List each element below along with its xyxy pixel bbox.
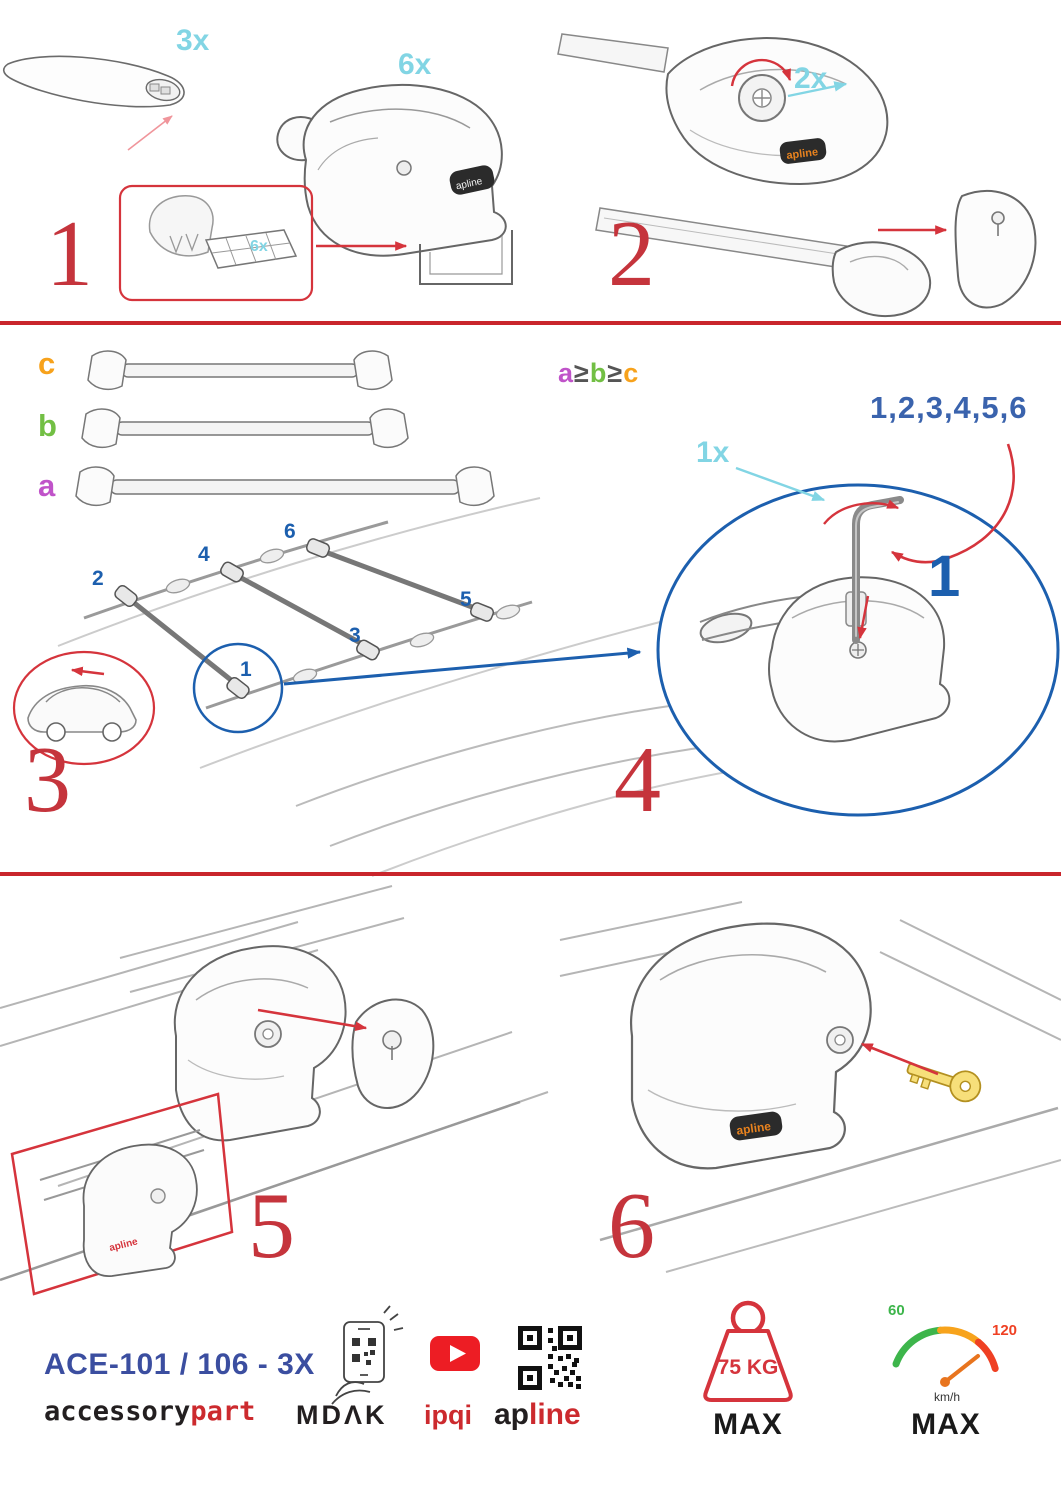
- model-code: ACE-101 / 106 - 3X: [44, 1348, 315, 1381]
- torque-detail-illustration: [656, 443, 1060, 817]
- car-direction-inset: [12, 650, 156, 766]
- size-order-a: a: [558, 358, 575, 388]
- step-1-number: 1: [46, 202, 93, 306]
- tighten-order-1: 1: [240, 658, 252, 681]
- step-4-number: 4: [614, 728, 661, 832]
- size-label-a: a: [38, 468, 56, 503]
- tighten-sequence-label: 1,2,3,4,5,6: [870, 390, 1028, 425]
- bar-size-a: [75, 466, 495, 507]
- crossbar-illustration: [2, 55, 185, 151]
- accessorypart-logo-black: accessory: [44, 1396, 191, 1427]
- foot-logo-step6: apline: [735, 1119, 772, 1138]
- apline-logo-red: line: [529, 1398, 581, 1431]
- first-step-highlight: 1: [928, 544, 961, 609]
- key-lock-illustration: apline: [559, 901, 1061, 1273]
- detail-pointer-arrow: [283, 647, 642, 686]
- tighten-order-5: 5: [460, 588, 472, 611]
- foot-illustration-step1: apline: [276, 84, 513, 285]
- speed-unit-label: km/h: [933, 1390, 960, 1404]
- size-order-c: c: [623, 358, 640, 388]
- youtube-icon: [430, 1336, 480, 1371]
- speed-high-tick: 120: [992, 1322, 1018, 1339]
- foot-adjustment-illustration: apline: [557, 33, 1037, 318]
- tighten-order-6: 6: [284, 520, 296, 543]
- rubber-pad-inset: 6x: [118, 184, 408, 302]
- size-order-ge1: ≥: [574, 358, 590, 388]
- max-weight-value: 75 KG: [717, 1356, 779, 1379]
- max-weight-label: MAX: [713, 1408, 783, 1441]
- accessorypart-logo: accessorypart: [44, 1396, 255, 1427]
- mdak-logo: MDΛK: [296, 1400, 388, 1430]
- foot-qty-label: 6x: [398, 48, 432, 81]
- tighten-order-2: 2: [92, 567, 104, 590]
- bar-size-b: [81, 408, 409, 449]
- accessorypart-logo-red: part: [190, 1396, 256, 1427]
- speed-low-tick: 60: [888, 1302, 905, 1319]
- tighten-order-4: 4: [198, 543, 210, 566]
- pad-qty-label: 6x: [250, 238, 268, 255]
- size-order-b: b: [589, 358, 608, 388]
- sequence-arrow: [890, 443, 1015, 564]
- locked-foot-inset: apline: [10, 1092, 234, 1296]
- apline-logo-black: ap: [494, 1398, 530, 1431]
- step-2-number: 2: [608, 202, 655, 306]
- size-order-note: a≥b≥c: [558, 358, 639, 389]
- tighten-order-3: 3: [349, 624, 361, 647]
- key-icon: [906, 1062, 982, 1103]
- phone-scan-icon: [331, 1305, 404, 1405]
- weight-limit-icon: [703, 1300, 793, 1402]
- speedometer-icon: [892, 1326, 999, 1387]
- size-label-c: c: [38, 346, 56, 381]
- size-order-ge2: ≥: [607, 358, 624, 388]
- apline-logo: apline: [494, 1398, 581, 1432]
- foot-logo-step2: apline: [786, 146, 819, 162]
- ipqi-logo: ipqi: [424, 1400, 472, 1430]
- step-6-number: 6: [608, 1174, 655, 1278]
- step-5-number: 5: [248, 1174, 295, 1278]
- detail-highlight-circle: [192, 642, 284, 734]
- roof-installation-illustration: 1 2 3 4 5 6: [57, 497, 791, 877]
- bar-size-c: [87, 350, 393, 391]
- section-divider-1: [0, 321, 1061, 325]
- knob-qty-label: 2x: [794, 62, 828, 95]
- qr-code-icon: [518, 1326, 582, 1390]
- step-3-number: 3: [24, 728, 71, 832]
- size-label-b: b: [38, 408, 57, 443]
- section-divider-2: [0, 872, 1061, 876]
- crossbar-qty-label: 3x: [176, 24, 210, 57]
- key-qty-label: 1x: [696, 436, 730, 469]
- max-speed-label: MAX: [911, 1408, 981, 1441]
